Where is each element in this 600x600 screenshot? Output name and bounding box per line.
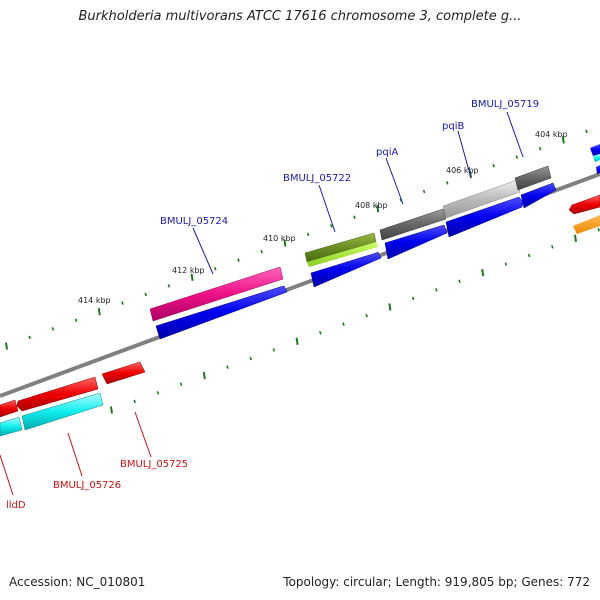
map-title: Burkholderia multivorans ATCC 17616 chro… — [78, 9, 522, 24]
gene-arrow-lldD[interactable] — [0, 399, 19, 418]
major-tick — [561, 136, 565, 144]
gene-dark-grey-2[interactable] — [514, 165, 552, 191]
gene-dark-grey-1[interactable] — [379, 208, 447, 241]
minor-tick — [399, 198, 403, 202]
gene-arrow-BMULJ_05725[interactable] — [101, 361, 146, 385]
minor-tick — [515, 155, 519, 159]
minor-tick — [330, 224, 333, 228]
gene-label-pqiA[interactable]: pqiA — [376, 147, 398, 158]
minor-tick — [597, 227, 600, 232]
minor-tick — [551, 245, 554, 249]
minor-tick — [435, 288, 438, 292]
minor-tick — [249, 356, 252, 361]
major-tick — [388, 303, 392, 311]
major-tick — [110, 406, 113, 414]
tick-label-412: 412 kbp — [172, 266, 205, 275]
gene-cyan-lldD[interactable] — [0, 416, 23, 437]
major-tick — [574, 234, 577, 242]
gene-label-lldD[interactable]: lldD — [6, 500, 26, 511]
minor-tick — [260, 249, 263, 254]
gene-arrow-pqiB[interactable] — [445, 196, 524, 238]
gene-blue-fragment-top[interactable] — [590, 144, 600, 156]
minor-tick — [527, 253, 531, 258]
minor-tick — [306, 232, 310, 237]
minor-tick — [179, 382, 183, 387]
gene-label-pqiB[interactable]: pqiB — [442, 121, 464, 132]
major-tick — [5, 342, 8, 350]
major-tick — [97, 308, 101, 316]
tick-labels: 404 kbp 406 kbp 408 kbp 410 kbp 412 kbp … — [78, 130, 568, 305]
minor-tick — [237, 258, 240, 262]
gene-orange-fragment-right[interactable] — [573, 215, 600, 234]
tick-label-408: 408 kbp — [355, 201, 388, 210]
tick-row-upper — [5, 129, 588, 350]
gene-labels: BMULJ_05719 pqiB pqiA BMULJ_05722 BMULJ_… — [6, 99, 539, 511]
gene-arrow-BMULJ_05726[interactable] — [16, 376, 99, 412]
minor-tick — [74, 318, 78, 323]
minor-tick — [319, 330, 322, 335]
gene-label-BMULJ_05726[interactable]: BMULJ_05726 — [53, 480, 121, 491]
gene-cyan-fragment-top[interactable] — [593, 154, 600, 162]
minor-tick — [51, 327, 55, 331]
major-tick — [295, 337, 299, 345]
minor-tick — [538, 146, 542, 151]
major-tick — [202, 372, 206, 380]
minor-tick — [342, 322, 345, 326]
gene-cyan-BMULJ_05726[interactable] — [21, 392, 104, 431]
minor-tick — [492, 163, 495, 168]
gene-arrow-BMULJ_05724[interactable] — [155, 285, 288, 340]
minor-tick — [156, 391, 160, 395]
minor-tick — [214, 266, 217, 271]
gene-light-grey[interactable] — [442, 179, 521, 219]
minor-tick — [133, 399, 136, 404]
minor-tick — [353, 215, 356, 219]
gene-track-forward — [155, 165, 600, 340]
gene-red-fragment-right[interactable] — [568, 194, 600, 215]
gene-pink-forward[interactable] — [149, 266, 284, 322]
gene-label-BMULJ_05725[interactable]: BMULJ_05725 — [120, 459, 188, 470]
accession-text: Accession: NC_010801 — [9, 575, 146, 589]
gene-arrow-BMULJ_05722[interactable] — [310, 251, 382, 288]
tick-label-410: 410 kbp — [263, 234, 296, 243]
minor-tick — [365, 313, 368, 318]
minor-tick — [167, 284, 171, 288]
tick-label-414: 414 kbp — [78, 296, 111, 305]
gene-label-BMULJ_05722[interactable]: BMULJ_05722 — [283, 173, 351, 184]
major-tick — [190, 273, 194, 281]
minor-tick — [144, 292, 147, 297]
tick-row-lower — [110, 227, 600, 414]
minor-tick — [446, 181, 449, 185]
gene-blue-fragment-right[interactable] — [596, 165, 600, 174]
label-leaders — [0, 111, 524, 496]
major-tick — [481, 269, 485, 277]
major-tick — [376, 205, 380, 213]
major-tick — [283, 239, 287, 247]
minor-tick — [121, 301, 124, 305]
tick-label-406: 406 kbp — [446, 166, 479, 175]
minor-tick — [28, 335, 31, 340]
gene-track-reverse — [0, 194, 600, 437]
minor-tick — [226, 365, 229, 369]
gene-arrow-pqiA[interactable] — [384, 224, 448, 260]
minor-tick — [411, 296, 415, 301]
gene-label-BMULJ_05724[interactable]: BMULJ_05724 — [160, 216, 228, 227]
gene-label-BMULJ_05719[interactable]: BMULJ_05719 — [471, 99, 539, 110]
cog-track-forward — [149, 144, 600, 322]
minor-tick — [458, 279, 461, 283]
tick-label-404: 404 kbp — [535, 130, 568, 139]
minor-tick — [422, 189, 426, 194]
minor-tick — [585, 129, 588, 134]
gene-arrow-BMULJ_05719[interactable] — [520, 182, 557, 209]
topology-text: Topology: circular; Length: 919,805 bp; … — [283, 575, 590, 589]
minor-tick — [504, 262, 508, 266]
minor-tick — [272, 348, 276, 352]
gene-lime-forward[interactable] — [307, 242, 378, 267]
